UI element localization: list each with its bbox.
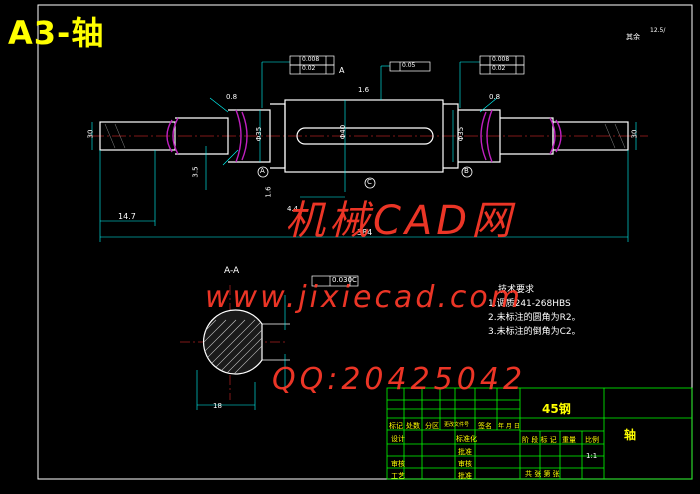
tb-mid-label-2: 批准 bbox=[458, 472, 472, 480]
tb-mid-label-1: 审核 bbox=[458, 460, 472, 468]
dim-14-7: 14.7 bbox=[118, 212, 136, 221]
fcf-right-2: 0.02 bbox=[492, 65, 506, 72]
dim-18: 18 bbox=[213, 402, 222, 410]
tb-stage-label: 阶 段 标 记 bbox=[522, 436, 557, 444]
roughness-note: 其余 bbox=[626, 33, 640, 41]
dim-384: 384 bbox=[357, 228, 373, 237]
tb-mid-label-0: 批准 bbox=[458, 448, 472, 456]
fcf-top: 0.05 bbox=[402, 62, 416, 69]
dim-bearing-right: Φ35 bbox=[457, 126, 466, 142]
chamfer-left: 0.8 bbox=[226, 93, 238, 101]
datum-c: C bbox=[367, 178, 372, 186]
tb-scale: 1:1 bbox=[586, 452, 598, 460]
dimension-lines bbox=[91, 61, 637, 242]
end-hatching bbox=[104, 123, 626, 149]
section-label: A-A bbox=[224, 266, 240, 276]
feature-control-frames bbox=[289, 55, 525, 75]
tb-scale-label: 比例 bbox=[585, 436, 599, 444]
drawing-border bbox=[37, 4, 693, 480]
section-arrow-label: A bbox=[339, 66, 345, 75]
shaft-outline bbox=[99, 99, 629, 173]
tol-ref: C bbox=[352, 276, 357, 284]
watermark-line-3: QQ:20425042 bbox=[272, 362, 527, 397]
tech-heading: 技术要求 bbox=[498, 285, 535, 295]
dim-left-dia: 30 bbox=[86, 129, 95, 139]
tb-left-label-1: 标准化 bbox=[456, 435, 477, 443]
tb-weight-label: 重量 bbox=[562, 436, 576, 444]
tech-line-3: 3.未标注的倒角为C2。 bbox=[488, 327, 581, 337]
chamfer-right: 0.8 bbox=[489, 93, 501, 101]
datum-a: A bbox=[260, 167, 265, 175]
tb-row-label-0: 标记 bbox=[389, 422, 403, 430]
roughness-value: 12.5/ bbox=[650, 27, 666, 34]
dim-4-4: 4.4 bbox=[287, 205, 299, 213]
dim-bearing-left: Φ35 bbox=[255, 126, 264, 142]
watermark-line-2: www.jixiecad.com bbox=[205, 280, 523, 315]
tb-left-label-3: 工艺 bbox=[391, 472, 405, 480]
tb-row-label-4: 签名 bbox=[478, 422, 492, 430]
tech-line-1: 1.调质241-268HBS bbox=[488, 299, 571, 309]
tb-part-name: 轴 bbox=[624, 428, 637, 442]
chamfer-top: 1.6 bbox=[358, 86, 370, 94]
tb-row-label-2: 分区 bbox=[425, 422, 439, 430]
fcf-left-1: 0.008 bbox=[302, 56, 320, 63]
dim-3-5: 3.5 bbox=[191, 166, 200, 178]
dim-mid: Φ40 bbox=[339, 124, 348, 140]
datum-markers bbox=[257, 166, 473, 189]
datum-b: B bbox=[464, 167, 469, 175]
tb-row-label-1: 处数 bbox=[406, 422, 420, 430]
tb-row-label-3: 更改文件号 bbox=[444, 422, 470, 428]
tb-material: 45钢 bbox=[542, 402, 571, 416]
tb-row-label-5: 年 月 日 bbox=[498, 423, 520, 430]
dim-1-6: 1.6 bbox=[264, 186, 273, 198]
tol-sym: 0.030 bbox=[332, 276, 353, 284]
tb-left-label-0: 设计 bbox=[391, 435, 405, 443]
drawing-title: A3-轴 bbox=[8, 14, 105, 52]
tb-left-label-2: 审核 bbox=[391, 460, 405, 468]
fcf-left-2: 0.02 bbox=[302, 65, 316, 72]
tb-sheet: 共 张 第 张 bbox=[525, 470, 560, 478]
watermark-line-1: 机械CAD网 bbox=[285, 198, 516, 244]
fcf-right-1: 0.008 bbox=[492, 56, 510, 63]
thread-marks bbox=[166, 109, 562, 163]
dim-right-dia: 30 bbox=[630, 129, 639, 139]
title-block-grid bbox=[386, 387, 693, 480]
tech-line-2: 2.未标注的圆角为R2。 bbox=[488, 313, 581, 323]
